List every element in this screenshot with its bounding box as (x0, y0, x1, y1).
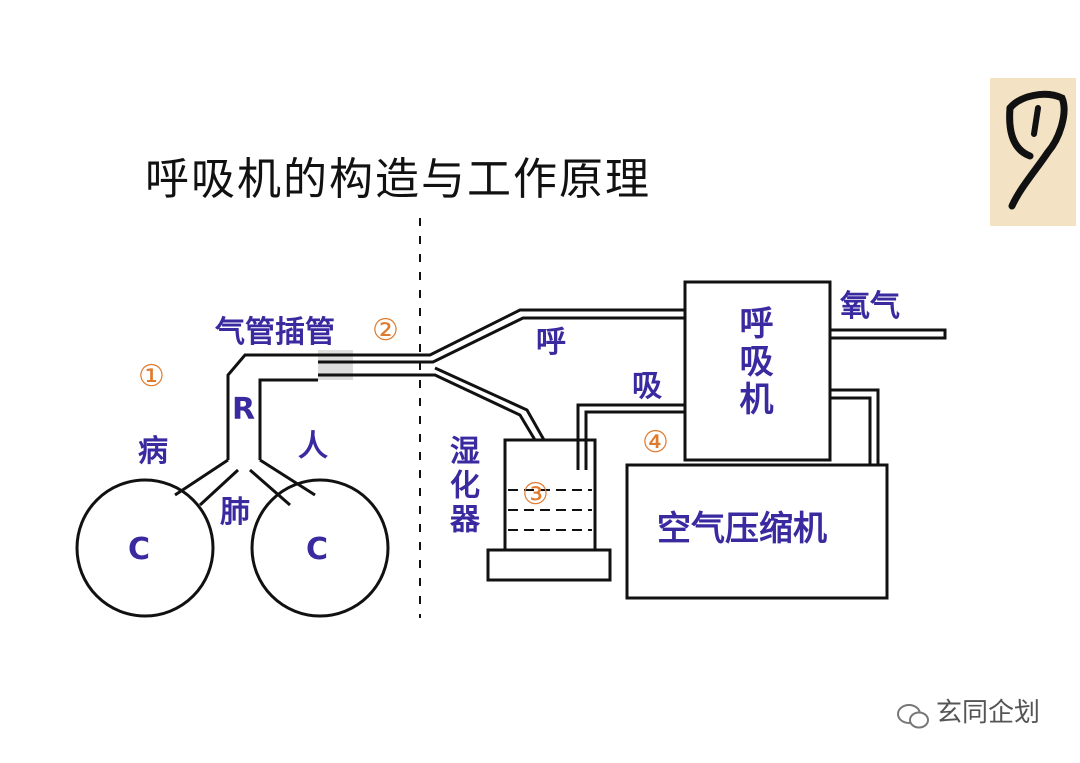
bronchus-mid-left (198, 468, 240, 507)
tube-lower (318, 373, 537, 441)
label-c-left: C (128, 532, 151, 567)
label-patient-bing: 病 (138, 434, 168, 469)
bronchus-right (259, 458, 316, 497)
ventilator-box (683, 280, 832, 462)
watermark-text: 玄同企划 (936, 698, 1041, 728)
compressor-box (625, 463, 889, 600)
lung-left (75, 478, 215, 618)
label-humidifier: 湿化器 (444, 435, 479, 537)
oxygen-line (830, 328, 947, 340)
bronchus-left (174, 458, 229, 497)
humidifier-jar (503, 438, 597, 552)
brand-logo (990, 78, 1076, 226)
label-trachea-tube: 气管插管 (215, 315, 335, 350)
lung-right (250, 478, 390, 618)
airway-outer-left (226, 353, 318, 460)
airway-inner-right (258, 378, 318, 460)
compressor-feed-2 (830, 396, 872, 465)
inhale-line-2 (584, 410, 685, 470)
label-inhale: 吸 (632, 369, 662, 404)
marker-4: ④ (642, 425, 669, 460)
wechat-icon (897, 704, 929, 729)
label-ventilator: 呼吸机 (733, 305, 773, 419)
label-c-right: C (306, 532, 329, 567)
label-patient-ren: 人 (298, 429, 328, 464)
inhale-line (576, 403, 685, 470)
label-compressor: 空气压缩机 (657, 509, 827, 549)
tube-upper-2 (318, 316, 685, 364)
label-exhale: 呼 (536, 325, 566, 360)
marker-3: ③ (522, 477, 549, 512)
tube-upper (318, 308, 685, 357)
label-oxygen: 氧气 (840, 289, 900, 324)
tube-lower-2 (434, 366, 546, 441)
marker-1: ① (138, 359, 165, 394)
label-r: R (232, 392, 256, 427)
humidifier-base (486, 548, 612, 582)
tube-connector (318, 350, 353, 380)
bronchus-mid-right (249, 468, 291, 507)
label-lung: 肺 (220, 495, 250, 530)
page-title: 呼吸机的构造与工作原理 (145, 154, 651, 205)
compressor-feed (830, 388, 880, 465)
brush-glyph-icon (1006, 90, 1068, 210)
marker-2: ② (372, 313, 399, 348)
